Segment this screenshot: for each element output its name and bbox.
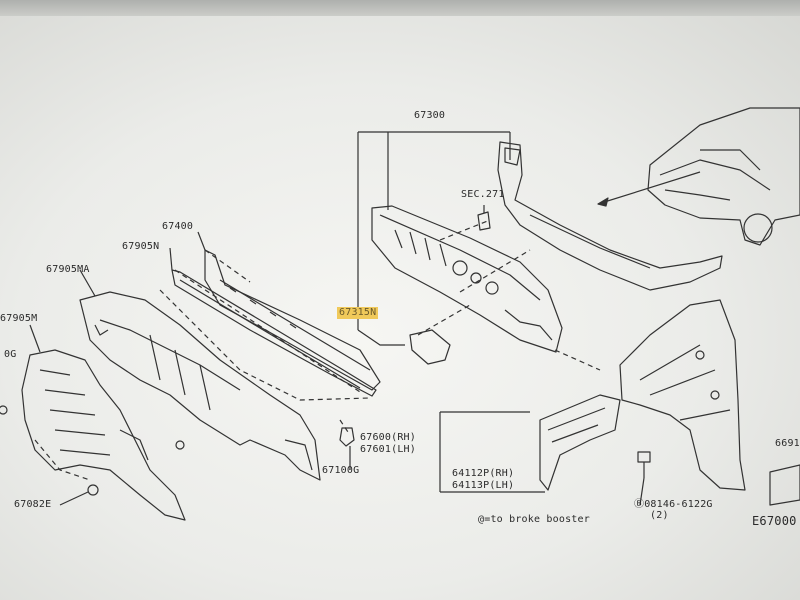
- label-67082E: 67082E: [14, 499, 52, 510]
- label-bolt-qty: (2): [650, 510, 669, 521]
- dash-panel-67905MA: [79, 291, 321, 481]
- note-brake-booster: @=to broke booster: [478, 514, 590, 525]
- label-67601: 67601(LH): [360, 444, 416, 455]
- label-67905MA: 67905MA: [46, 264, 90, 275]
- label-67905N: 67905N: [122, 241, 160, 252]
- label-67100G: 67100G: [322, 465, 360, 476]
- bracket-64112P: [539, 394, 621, 491]
- parts-diagram-screen: [0, 16, 800, 600]
- label-67315N-highlighted: 67315N: [337, 307, 379, 319]
- cowl-top-panel: [371, 205, 563, 353]
- diagram-code: E67000: [752, 514, 797, 528]
- label-67905M: 67905M: [0, 313, 38, 324]
- hoodledge-64100: [619, 299, 746, 491]
- monitor-bezel: [0, 0, 800, 18]
- label-67400: 67400: [162, 221, 194, 232]
- inset-arrow: [597, 171, 701, 205]
- bolt-08146: [637, 451, 651, 478]
- sec271-part: [477, 211, 491, 231]
- label-bolt: Ⓑ08146-6122G: [634, 499, 713, 510]
- label-sec271: SEC.271: [461, 189, 505, 200]
- label-67600: 67600(RH): [360, 432, 416, 443]
- leader-67300: [357, 131, 511, 330]
- label-6691: 6691: [775, 438, 800, 449]
- vehicle-inset: [647, 107, 800, 246]
- leader-67315N: [357, 329, 405, 346]
- strip-67905N: [171, 269, 377, 397]
- strip-67400: [204, 249, 381, 391]
- clip-67600: [339, 427, 355, 447]
- part-6691: [769, 464, 800, 506]
- cowl-side-panel: [497, 141, 723, 291]
- brace-67315N: [409, 329, 451, 365]
- label-64113P: 64113P(LH): [452, 480, 515, 491]
- label-67300: 67300: [414, 110, 446, 121]
- insulator-67905M: [21, 349, 186, 521]
- label-0G: 0G: [4, 349, 17, 360]
- label-64112P: 64112P(RH): [452, 468, 515, 479]
- clip-67082E: [87, 484, 99, 496]
